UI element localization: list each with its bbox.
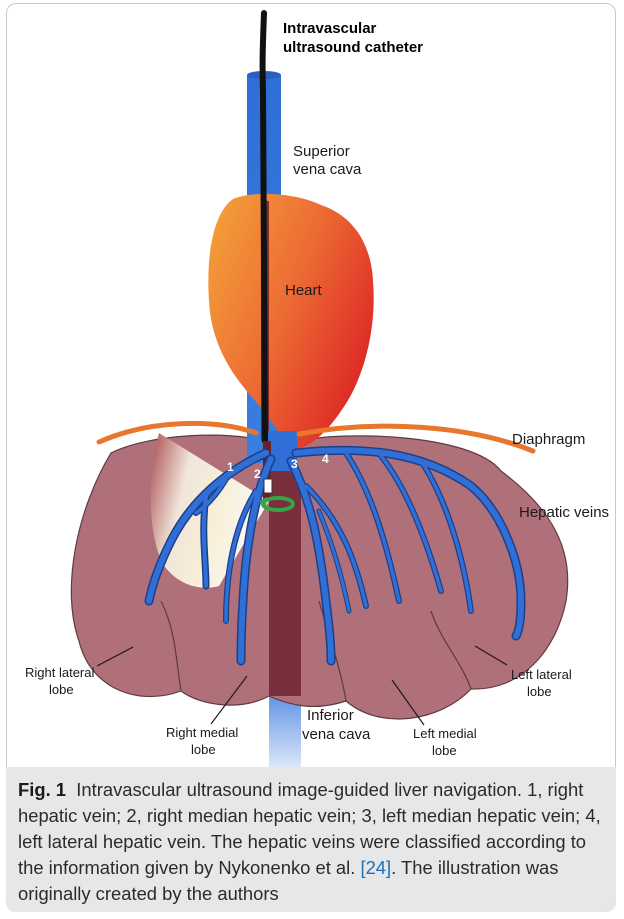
heart-shape — [208, 194, 373, 449]
svc-label-line2: vena cava — [293, 161, 362, 178]
figure-label: Fig. 1 — [18, 779, 66, 800]
left-medial-lobe-label-line1: Left medial — [413, 726, 477, 741]
ivc-in-liver — [269, 471, 301, 696]
right-medial-lobe-label-line1: Right medial — [166, 725, 238, 740]
hepatic-veins-label: Hepatic veins — [519, 504, 609, 521]
ivc-label-line1: Inferior — [307, 707, 354, 724]
liver-navigation-illustration: 1 2 3 4 Intravascular ultrasound cathete… — [7, 4, 616, 774]
left-lateral-lobe-label-line2: lobe — [527, 684, 552, 699]
vein-number-4: 4 — [322, 452, 329, 466]
right-medial-lobe-label-line2: lobe — [191, 742, 216, 757]
svc-label-line1: Superior — [293, 143, 350, 160]
ultrasound-probe-tip — [264, 479, 272, 493]
ivc-label-line2: vena cava — [302, 726, 371, 743]
left-medial-lobe-label-line2: lobe — [432, 743, 457, 758]
catheter-label-line1: Intravascular — [283, 20, 377, 37]
figure-caption: Fig. 1 Intravascular ultrasound image-gu… — [6, 767, 616, 912]
reference-link[interactable]: [24] — [360, 857, 391, 878]
right-lateral-lobe-label-line1: Right lateral — [25, 665, 94, 680]
vein-number-2: 2 — [254, 467, 261, 481]
left-lateral-lobe-label-line1: Left lateral — [511, 667, 572, 682]
catheter — [263, 13, 265, 441]
vein-number-3: 3 — [291, 457, 298, 471]
diaphragm-label: Diaphragm — [512, 431, 585, 448]
right-lateral-lobe-label-line2: lobe — [49, 682, 74, 697]
heart-label: Heart — [285, 282, 323, 299]
vein-number-1: 1 — [227, 460, 234, 474]
catheter-label-line2: ultrasound catheter — [283, 39, 423, 56]
